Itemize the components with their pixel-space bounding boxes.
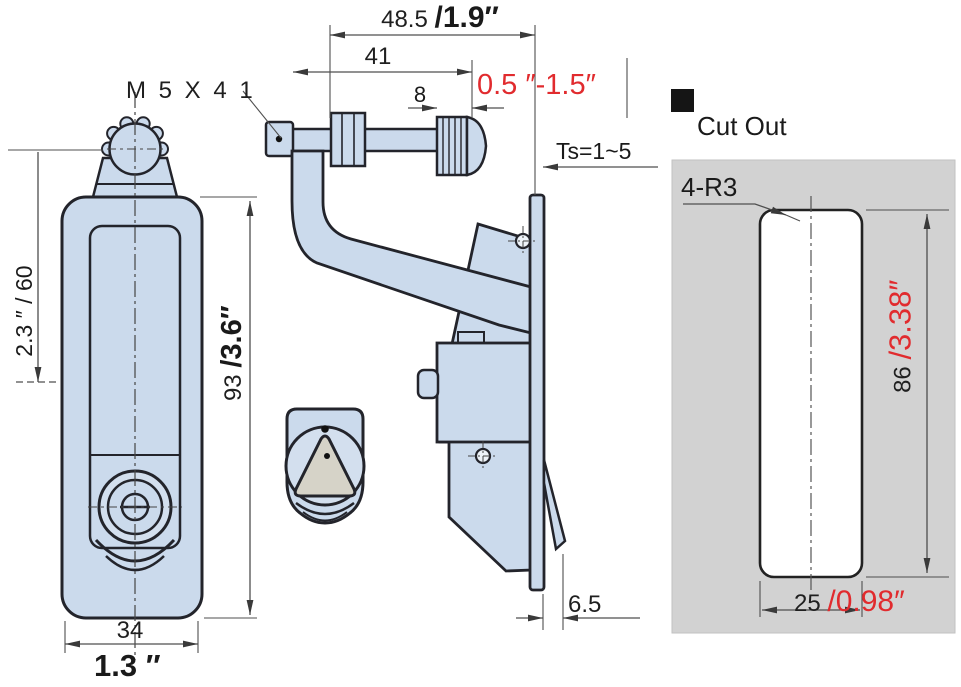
flange-offset-dimension: 6.5 [568, 591, 602, 618]
hex-nut [329, 111, 367, 168]
body-width-dimension: 34 [116, 617, 144, 644]
cutout-height-dimension: 86 /3.38″ [882, 279, 918, 393]
handle-recess [88, 224, 182, 550]
front-view-drawing [60, 92, 204, 660]
triangle-key-icon [293, 434, 357, 498]
side-view-drawing [264, 111, 567, 592]
adjust-knob-ribbed [435, 115, 469, 177]
knob-dome [465, 115, 488, 177]
knob-offset-dimension: 2.3 ″ / 60 [10, 265, 37, 357]
body-width-inch-dimension: 1.3 ″ [94, 648, 161, 683]
legend-square-icon [671, 89, 694, 112]
knob-width-dimension: 8 [413, 82, 427, 107]
latch-housing [435, 341, 534, 444]
shaft-length-dimension: 41 [364, 43, 392, 70]
latch-pawl [416, 368, 440, 400]
mounting-plate [528, 193, 546, 592]
cutout-legend-label: Cut Out [697, 111, 787, 141]
thread-label-leader [242, 90, 282, 139]
panel-thickness-label: Ts=1~5 [556, 138, 632, 164]
corner-radius-leader [683, 203, 787, 216]
dimension-lines [8, 25, 949, 653]
cutout-width-dimension: 25 /0.98″ [794, 585, 905, 618]
bottom-flange [542, 459, 567, 552]
overall-width-dimension: 48.5 /1.9″ [381, 1, 499, 34]
grip-range-dimension: 0.5 ″-1.5″ [477, 69, 596, 101]
body-height-dimension: 93 /3.6″ [215, 305, 248, 402]
thread-size-label: M 5 X 4 1 [126, 77, 256, 104]
detail-button-drawing [284, 407, 366, 525]
corner-radius-label: 4-R3 [681, 172, 738, 202]
cutout-panel-drawing [671, 89, 956, 634]
